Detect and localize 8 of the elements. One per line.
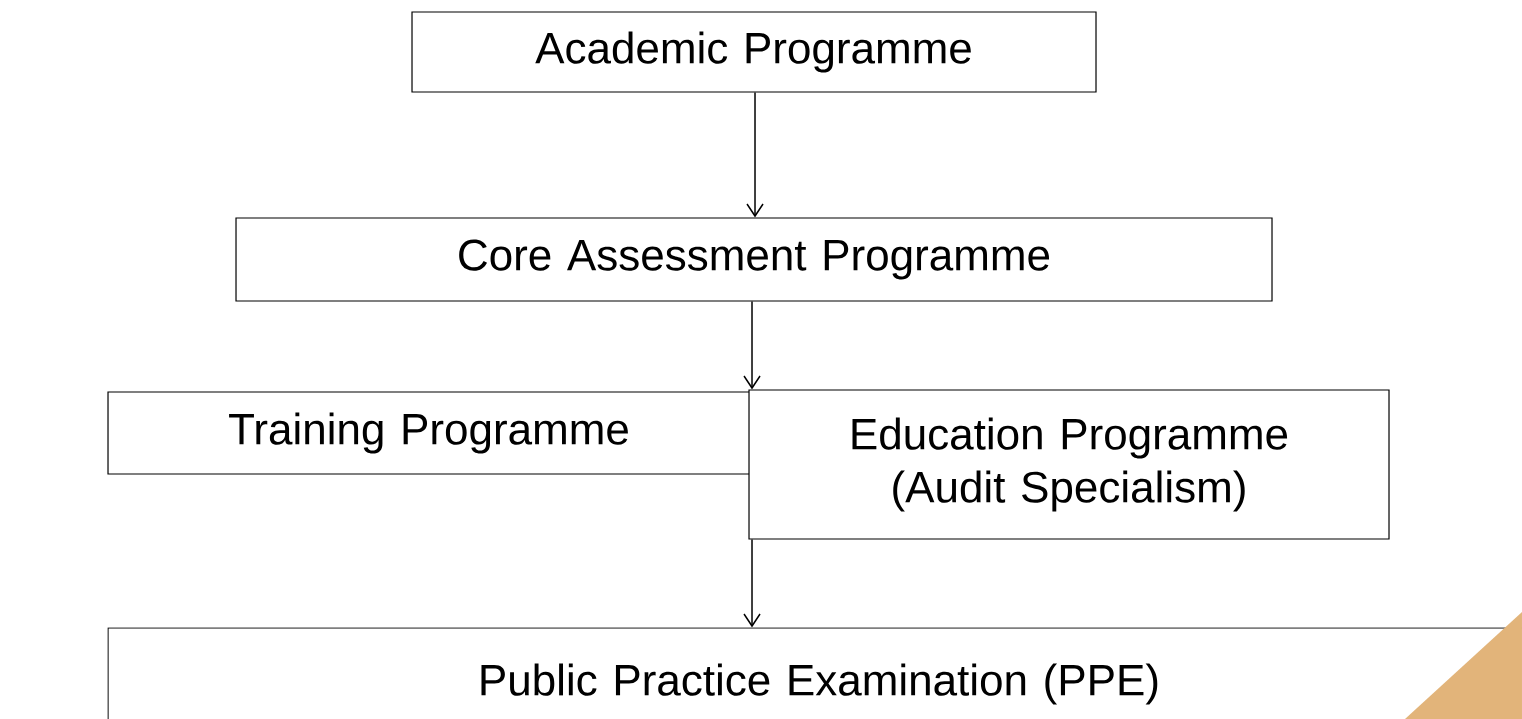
process-box: Core Assessment Programme: [235, 217, 1273, 302]
arrow: [743, 538, 761, 628]
arrow: [743, 300, 761, 390]
process-box: Academic Programme: [411, 11, 1097, 93]
process-box: Training Programme: [107, 391, 751, 475]
arrow: [746, 91, 764, 218]
process-box: Public Practice Examination (PPE): [107, 627, 1522, 719]
process-box: Education Programme (Audit Specialism): [748, 389, 1390, 540]
